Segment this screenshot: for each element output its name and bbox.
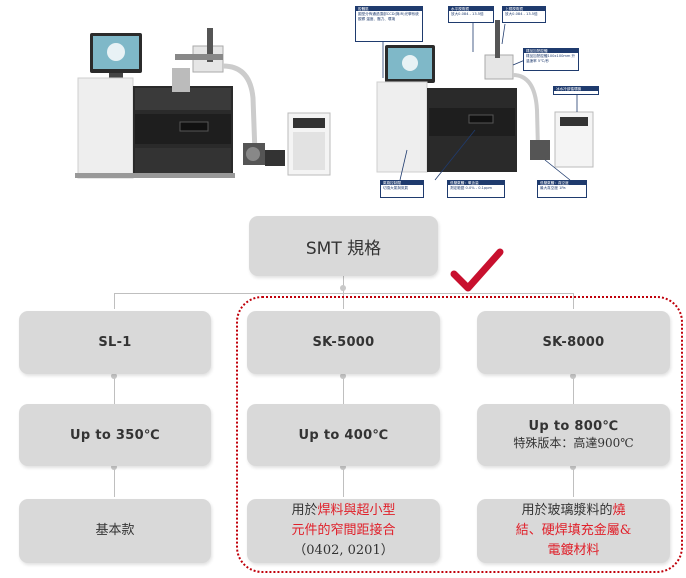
connector-dot <box>340 373 346 379</box>
connector-dot <box>111 373 117 379</box>
product-photo-annotated: 腔體區 圖型分佈通過頂部CCD(與IR)光學系統觀察 溫度、壓力、環境 水平視角… <box>355 0 630 205</box>
callout-heating-chamber: 樣品加熱腔體 樣品加熱腔體100x100mm 升溫速率 5℃/秒 <box>523 48 579 71</box>
connector-dot <box>340 464 346 470</box>
connector-horizontal <box>114 293 574 294</box>
connector-col1-a <box>114 376 115 406</box>
desc-sl-1: 基本款 <box>19 499 211 563</box>
connector-col1-b <box>114 467 115 497</box>
connector-left-drop <box>114 293 115 309</box>
temp-sl-1: Up to 350℃ <box>19 404 211 466</box>
connector-mid-drop <box>343 293 344 309</box>
machine-illustration-right <box>376 20 594 181</box>
desc-sk-5000: 用於焊料與超小型 元件的窄間距接合 （0402, 0201） <box>247 499 440 563</box>
connector-dot <box>340 285 346 291</box>
callout-top-scope: 上視視角鏡 放大0.084 - 13.5倍 <box>502 6 546 23</box>
callout-horizontal-scope: 水平視角鏡 放大0.084 - 13.5倍 <box>448 6 494 23</box>
model-sl-1: SL-1 <box>19 311 211 374</box>
product-photo-left <box>75 28 340 186</box>
callout-chiller: 冰水冷卻循環機 <box>553 86 599 95</box>
connector-dot <box>111 464 117 470</box>
temp-sk-8000: Up to 800℃ 特殊版本：高達900℃ <box>477 404 670 466</box>
smt-spec-title: SMT 規格 <box>249 216 438 276</box>
connector-dot <box>570 464 576 470</box>
smt-spec-label: SMT 規格 <box>305 238 382 259</box>
callout-chamber: 腔體區 圖型分佈通過頂部CCD(與IR)光學系統觀察 溫度、壓力、環境 <box>355 6 423 42</box>
model-sk-5000: SK-5000 <box>247 311 440 374</box>
connector-col2-a <box>343 376 344 406</box>
connector-right-drop <box>573 293 574 309</box>
callout-oxygen: 低壓氣體：氧含量 測定範圍 0.0% - 0.1ppm <box>447 180 505 198</box>
model-sk-8000: SK-8000 <box>477 311 670 374</box>
checkmark-icon <box>450 248 504 292</box>
callout-vacuum: 低壓氣體：真空度 最大真空度 1Pa <box>537 180 587 198</box>
highlight-outline <box>236 296 683 573</box>
temp-sk-5000: Up to 400℃ <box>247 404 440 466</box>
callout-gas-valve: 氣路控制閥 切換大氣與氮氣 <box>380 180 424 198</box>
desc-sk-8000: 用於玻璃漿料的燒 結、硬焊填充金屬& 電鍍材料 <box>477 499 670 563</box>
machine-illustration-left <box>75 28 331 179</box>
connector-dot <box>570 373 576 379</box>
connector-col3-a <box>573 376 574 406</box>
connector-col2-b <box>343 467 344 497</box>
connector-col3-b <box>573 467 574 497</box>
